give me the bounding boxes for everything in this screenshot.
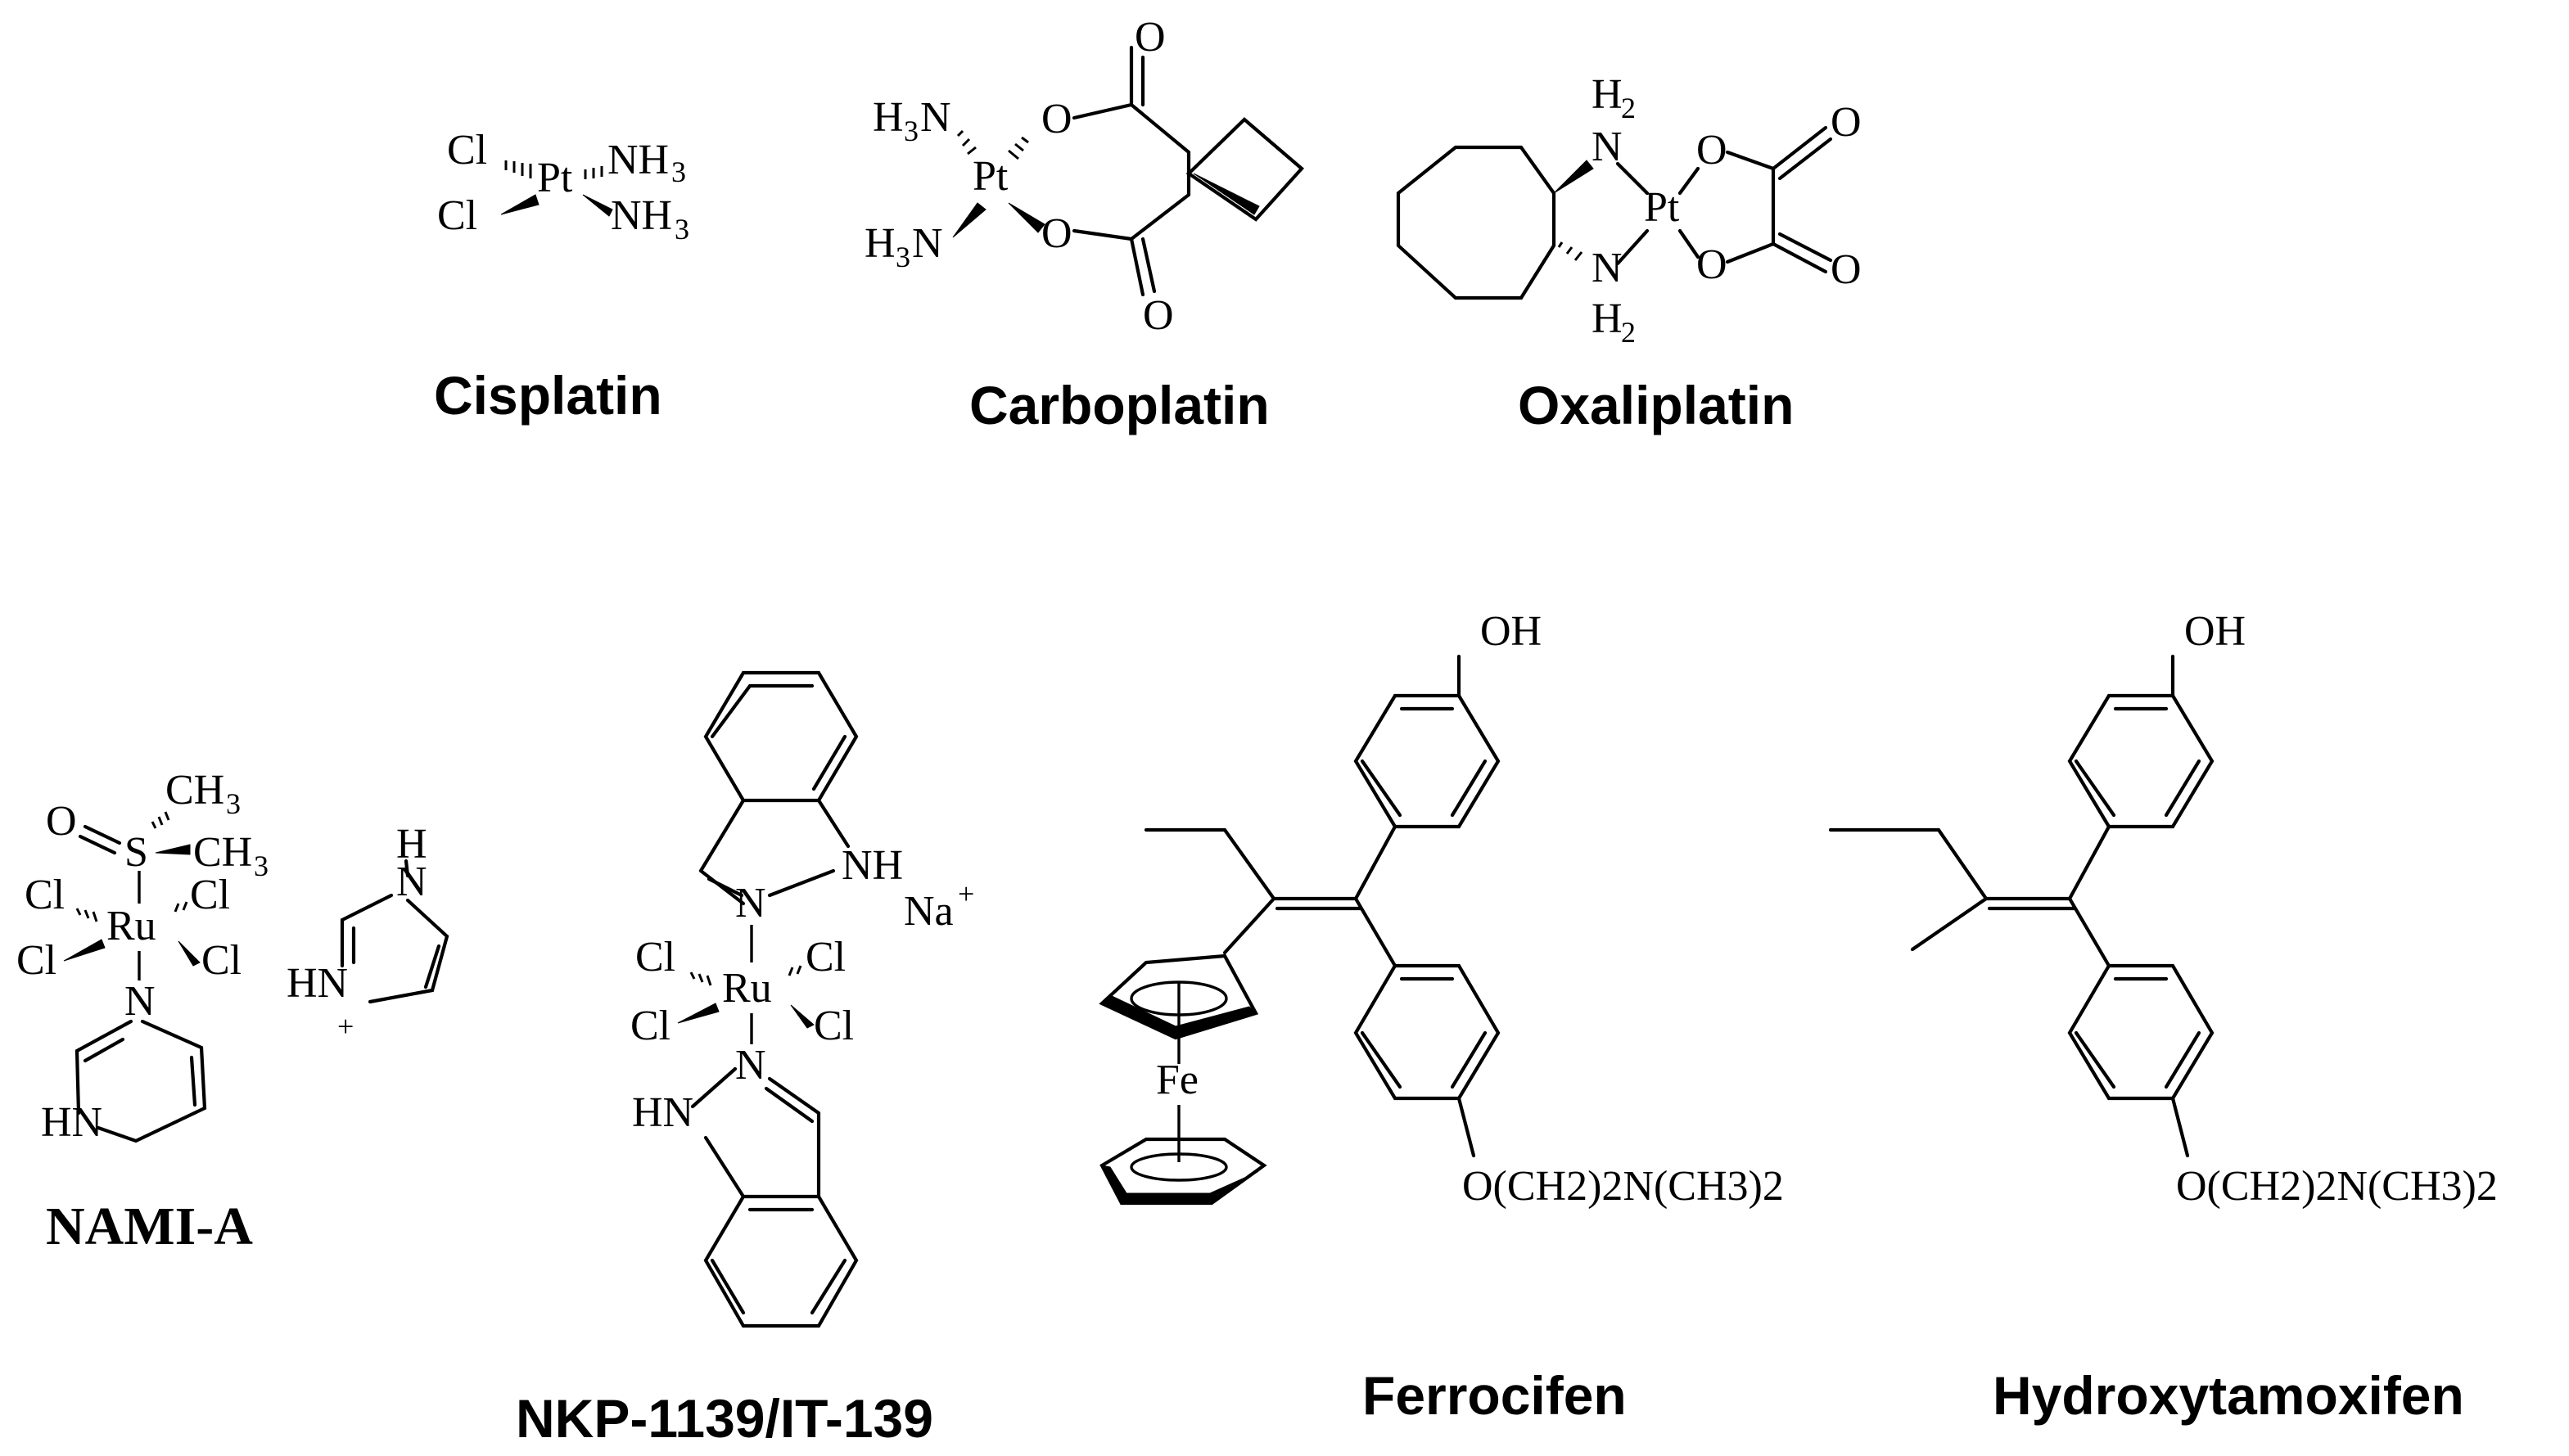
- label-carboplatin: Carboplatin: [969, 375, 1270, 435]
- atom-cl: Cl: [814, 1003, 854, 1049]
- atom-cl: Cl: [16, 937, 56, 984]
- nami-a-structure: O S CH 3 CH 3 Cl Cl Ru Cl Cl N HN H: [16, 767, 449, 1146]
- subscript-2: 2: [1621, 316, 1636, 349]
- atom-cl: Cl: [447, 127, 487, 174]
- atom-o: O: [1135, 14, 1166, 61]
- atom-nh: NH: [842, 842, 903, 889]
- atom-h: H: [1592, 71, 1623, 118]
- atom-n: N: [396, 859, 427, 905]
- label-hydroxytamoxifen: Hydroxytamoxifen: [1993, 1365, 2464, 1426]
- oxaliplatin-structure: H 2 N N H 2 Pt O O O O: [1396, 71, 1862, 349]
- label-nkp-1139: NKP-1139/IT-139: [516, 1388, 933, 1449]
- subscript-3: 3: [675, 213, 689, 246]
- atom-ru: Ru: [106, 903, 156, 949]
- atom-cl: Cl: [630, 1003, 670, 1049]
- atom-n: N: [735, 1042, 766, 1089]
- atom-nh: NH: [607, 137, 669, 183]
- subscript-3: 3: [904, 115, 919, 147]
- atom-n: N: [1592, 245, 1623, 291]
- charge-plus: +: [337, 1010, 354, 1043]
- atom-oh: OH: [1480, 608, 1542, 655]
- atom-cl: Cl: [437, 192, 477, 239]
- atom-cl: Cl: [190, 872, 230, 918]
- atom-n: N: [124, 978, 156, 1025]
- atom-side-chain: O(CH2)2N(CH3)2: [2176, 1163, 2498, 1210]
- atom-ch: CH: [193, 829, 252, 876]
- atom-o: O: [1041, 96, 1072, 142]
- atom-cl: Cl: [25, 872, 65, 918]
- subscript-3: 3: [226, 787, 241, 820]
- atom-fe: Fe: [1156, 1057, 1199, 1103]
- atom-nh: NH: [611, 192, 672, 239]
- subscript-2: 2: [1621, 92, 1636, 124]
- subscript-3: 3: [671, 156, 686, 188]
- atom-o: O: [1143, 292, 1174, 339]
- hydroxytamoxifen-structure: OH O(CH2)2N(CH3)2: [1828, 608, 2498, 1210]
- subscript-3: 3: [896, 241, 910, 273]
- atom-hn: HN: [632, 1089, 693, 1136]
- atom-o: O: [1831, 246, 1862, 293]
- atom-cl: Cl: [635, 934, 675, 980]
- atom-side-chain: O(CH2)2N(CH3)2: [1462, 1163, 1784, 1210]
- carboplatin-structure: H 3 N H 3 N Pt O O O O: [865, 14, 1305, 339]
- atom-pt: Pt: [1644, 184, 1680, 231]
- atom-h: H: [1592, 295, 1623, 342]
- atom-cl: Cl: [201, 937, 242, 984]
- atom-n: N: [920, 94, 951, 141]
- atom-h: H: [873, 94, 904, 141]
- label-cisplatin: Cisplatin: [434, 365, 662, 426]
- atom-cl: Cl: [806, 934, 846, 980]
- atom-n: N: [912, 220, 943, 267]
- cisplatin-structure: Cl Cl Pt NH 3 NH 3: [437, 127, 689, 246]
- atom-hn: HN: [41, 1099, 102, 1146]
- atom-h: H: [396, 821, 427, 868]
- subscript-3: 3: [254, 850, 269, 882]
- atom-pt: Pt: [537, 155, 573, 201]
- label-ferrocifen: Ferrocifen: [1362, 1365, 1627, 1426]
- atom-s: S: [124, 829, 148, 876]
- label-nami-a: NAMI-A: [46, 1197, 253, 1256]
- nkp-1139-structure: N NH Na + Cl Cl Ru Cl Cl N HN: [630, 670, 974, 1328]
- atom-h: H: [865, 220, 896, 267]
- atom-o: O: [1041, 210, 1072, 257]
- atom-o: O: [1831, 99, 1862, 146]
- atom-o: O: [46, 798, 77, 845]
- atom-o: O: [1696, 241, 1727, 288]
- atom-oh: OH: [2184, 608, 2246, 655]
- charge-plus: +: [958, 877, 974, 910]
- atom-na: Na: [904, 888, 954, 935]
- atom-pt: Pt: [973, 153, 1009, 200]
- atom-n: N: [735, 880, 766, 926]
- atom-ru: Ru: [722, 965, 772, 1012]
- atom-hn: HN: [287, 960, 348, 1007]
- label-oxaliplatin: Oxaliplatin: [1518, 375, 1794, 435]
- atom-ch: CH: [165, 767, 224, 814]
- ferrocifen-structure: OH O(CH2)2N(CH3)2 Fe: [1099, 608, 1784, 1210]
- atom-o: O: [1696, 127, 1727, 174]
